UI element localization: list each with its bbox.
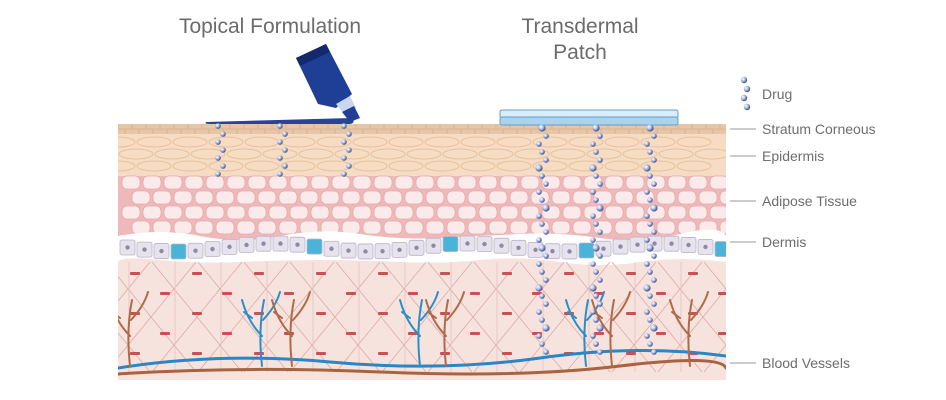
transdermal-patch-title-line2: Patch: [553, 41, 607, 64]
capillary-branch: [399, 291, 439, 367]
capillary-branch: [425, 291, 465, 367]
adipose-tissue-label: Adipose Tissue: [762, 193, 857, 209]
capillary-branch: [118, 291, 149, 367]
epidermis-layer: [118, 132, 726, 176]
topical-tube: [205, 44, 360, 124]
epidermis-label: Epidermis: [762, 148, 825, 164]
capillary-branch: [271, 291, 311, 367]
stratum-corneous-label: Stratum Corneous: [762, 121, 876, 137]
blood-vessel-artery: [118, 358, 726, 376]
transdermal-patch-title-line1: Transdermal: [521, 15, 639, 38]
blood-vessel-vein: [118, 348, 726, 370]
transdermal-patch: [499, 109, 679, 126]
transdermal-patch-title: Transdermal Patch: [490, 14, 670, 66]
capillary-branch: [591, 291, 631, 367]
dermis-label: Dermis: [762, 234, 807, 250]
capillary-branch: [565, 291, 605, 367]
capillary-branch: [669, 291, 709, 367]
drug-label: Drug: [762, 86, 793, 102]
topical-formulation-title: Topical Formulation: [178, 15, 362, 38]
blood-vessels-label: Blood Vessels: [762, 355, 850, 371]
drug-particles: [215, 123, 658, 355]
drug-legend-icon: [740, 76, 751, 111]
ointment-smear: [205, 118, 354, 124]
